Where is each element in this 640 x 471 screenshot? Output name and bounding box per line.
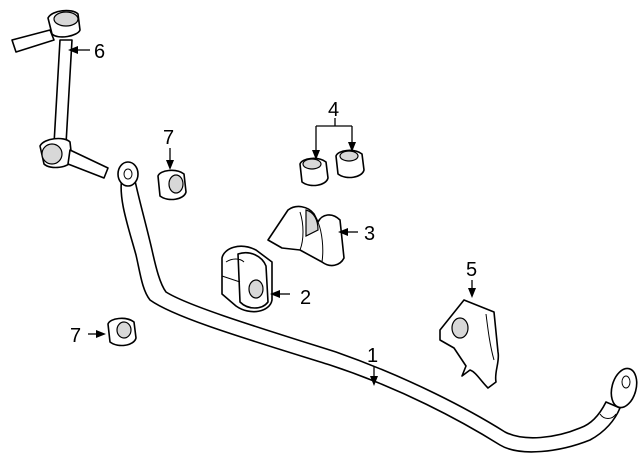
leader-7-upper <box>166 148 174 170</box>
leader-1 <box>370 366 378 386</box>
callout-5: 5 <box>466 259 477 281</box>
nuts-pair <box>299 149 365 187</box>
callout-6: 6 <box>94 41 105 63</box>
leader-5 <box>468 280 476 298</box>
leader-7-lower <box>88 330 106 338</box>
insulator <box>267 205 345 267</box>
stabilizer-link <box>11 9 109 179</box>
callout-1: 1 <box>367 345 378 367</box>
nut-upper <box>157 169 187 201</box>
stabilizer-bar <box>117 161 638 453</box>
callout-2: 2 <box>300 287 311 309</box>
callout-4: 4 <box>328 99 339 121</box>
callout-3: 3 <box>364 223 375 245</box>
leader-4 <box>312 118 356 160</box>
bracket <box>439 299 500 389</box>
nut-lower <box>107 317 137 347</box>
leader-6 <box>68 46 90 54</box>
leader-3 <box>338 228 358 236</box>
callout-7-lower: 7 <box>70 325 81 347</box>
leader-2 <box>270 290 290 298</box>
bushing <box>221 245 273 313</box>
callout-7-upper: 7 <box>163 127 174 149</box>
